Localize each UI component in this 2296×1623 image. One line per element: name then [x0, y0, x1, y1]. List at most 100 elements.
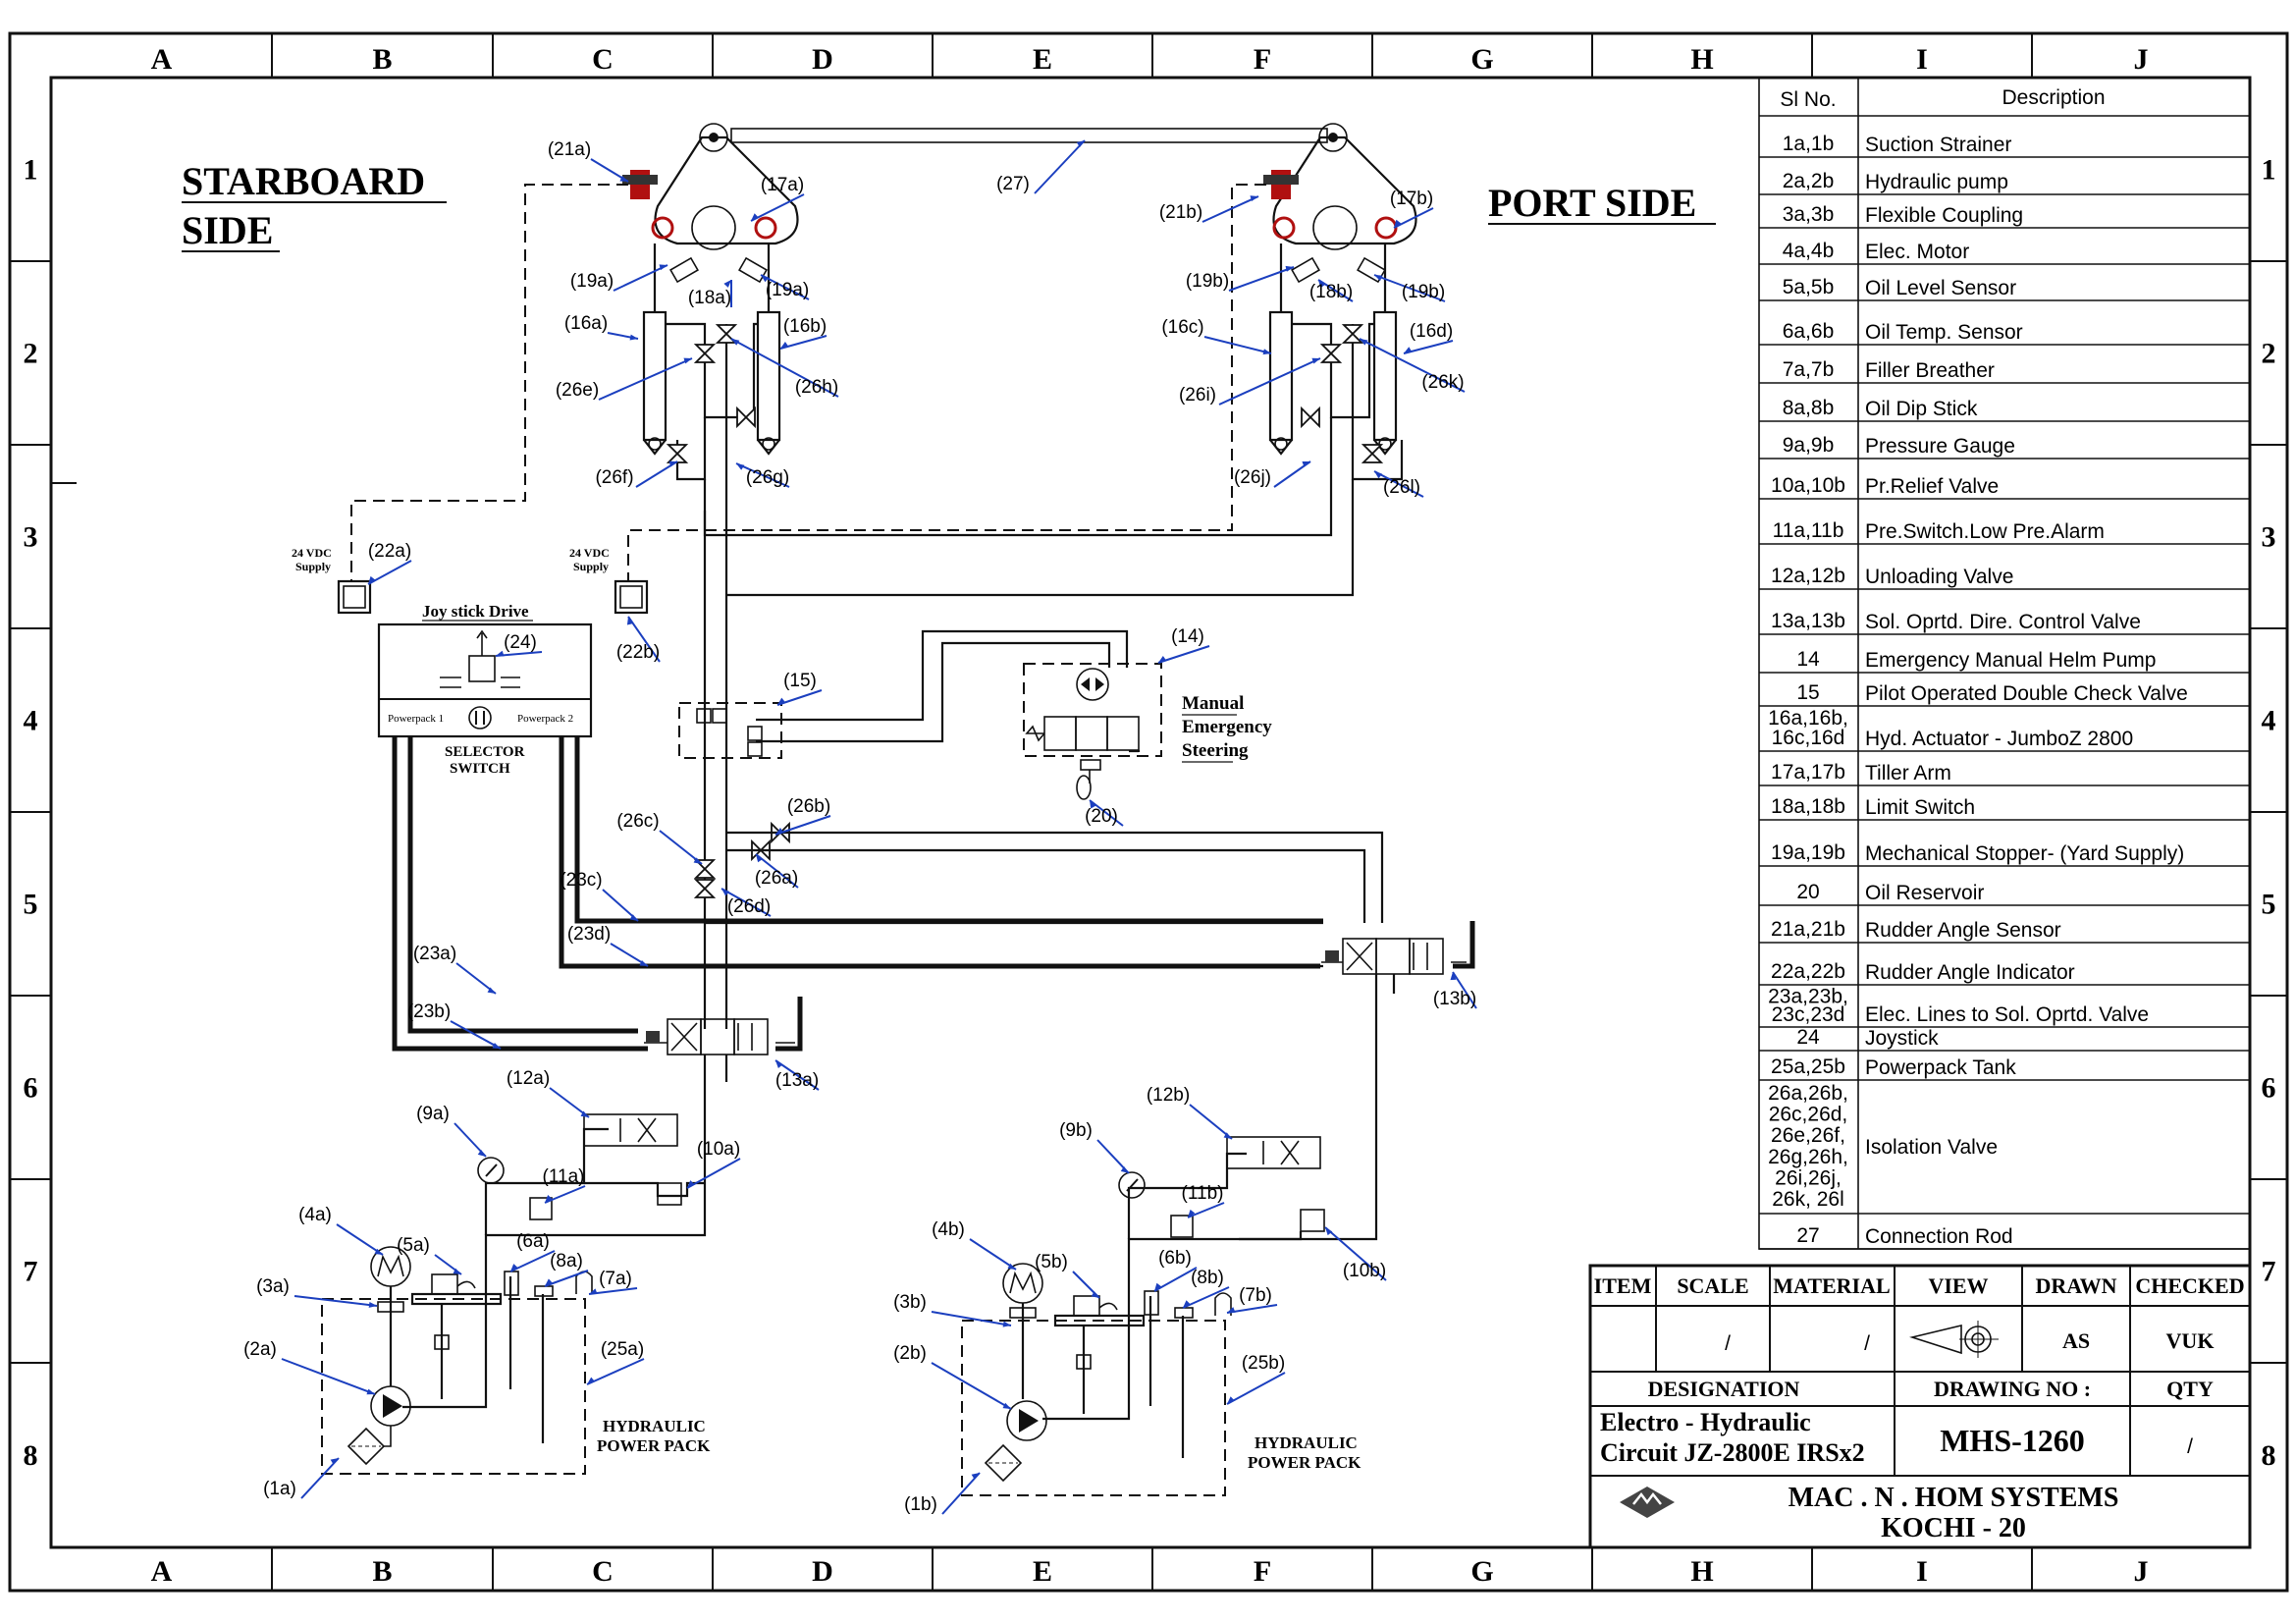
table-row-sl: 11a,11b: [1773, 519, 1844, 542]
svg-text:SIDE: SIDE: [182, 208, 273, 252]
zone-col-i-bottom: I: [1916, 1555, 1928, 1588]
isolation-valve-symbol: [693, 879, 717, 898]
callout-8a: (8a): [550, 1251, 583, 1271]
callout-11b: (11b): [1182, 1183, 1224, 1204]
callout-16a: (16a): [564, 313, 608, 334]
callout-11a: (11a): [543, 1166, 585, 1187]
zone-row-6-right: 6: [2262, 1072, 2276, 1105]
zone-col-a-bottom: A: [151, 1555, 173, 1588]
table-row-sl: 26c,26d,: [1769, 1104, 1848, 1126]
callout-14: (14): [1171, 626, 1204, 647]
svg-text:Circuit JZ-2800E IRSx2: Circuit JZ-2800E IRSx2: [1600, 1438, 1865, 1467]
callout-27: (27): [996, 174, 1030, 194]
table-row-sl: 27: [1796, 1224, 1819, 1247]
callout-7b: (7b): [1239, 1285, 1272, 1306]
callout-20: (20): [1085, 806, 1118, 827]
callout-23a: (23a): [413, 944, 456, 964]
zone-row-1-right: 1: [2262, 154, 2276, 187]
zone-row-1-left: 1: [24, 154, 38, 187]
projection-view-icon: [1909, 1321, 1999, 1358]
svg-text:CHECKED: CHECKED: [2135, 1273, 2244, 1298]
table-row-desc: Sol. Oprtd. Dire. Control Valve: [1865, 611, 2141, 633]
callout-13b: (13b): [1433, 989, 1476, 1009]
joystick-drive: [377, 622, 593, 738]
svg-text:/: /: [1725, 1332, 1731, 1355]
table-row-desc: Oil Level Sensor: [1865, 277, 2016, 299]
zone-row-8-left: 8: [24, 1439, 38, 1472]
callout-2b: (2b): [893, 1343, 927, 1364]
callout-21b: (21b): [1159, 202, 1202, 223]
callout-26f: (26f): [595, 467, 633, 488]
table-row-sl: 25a,25b: [1771, 1055, 1845, 1078]
callout-26g: (26g): [746, 467, 789, 488]
callout-26j: (26j): [1234, 467, 1271, 488]
callout-26h: (26h): [795, 377, 838, 398]
callout-26i: (26i): [1179, 385, 1216, 406]
svg-text:Supply: Supply: [295, 560, 331, 573]
callout-19a2: (19a): [766, 280, 809, 300]
svg-text:DRAWN: DRAWN: [2035, 1273, 2116, 1298]
callout-23b: (23b): [407, 1001, 451, 1022]
svg-text:MATERIAL: MATERIAL: [1773, 1273, 1890, 1298]
svg-text:MHS-1260: MHS-1260: [1940, 1423, 2085, 1458]
starboard-heading: STARBOARD SIDE: [182, 159, 447, 252]
table-header-sl: Sl No.: [1780, 88, 1836, 111]
callout-22b: (22b): [616, 642, 660, 663]
callout-6a: (6a): [516, 1231, 550, 1252]
svg-text:Electro - Hydraulic: Electro - Hydraulic: [1600, 1408, 1811, 1436]
table-row-sl: 1a,1b: [1783, 133, 1835, 155]
isolation-valve-symbol: [1361, 444, 1384, 463]
callout-19a1: (19a): [570, 271, 614, 292]
table-row-sl: 16a,16b,: [1768, 707, 1848, 730]
isolation-valve-symbol: [1319, 344, 1343, 363]
zone-row-8-right: 8: [2262, 1439, 2276, 1472]
zone-col-b-top: B: [372, 43, 392, 76]
callout-18b: (18b): [1309, 282, 1353, 302]
table-row-desc: Pressure Gauge: [1865, 435, 2015, 458]
callout-1a: (1a): [263, 1479, 296, 1499]
callout-26b: (26b): [787, 796, 830, 817]
table-row-sl: 26k, 26l: [1772, 1188, 1844, 1211]
table-row-sl: 26i,26j,: [1775, 1167, 1842, 1190]
sensor-cables: [51, 184, 1266, 615]
table-row-sl: 24: [1796, 1026, 1820, 1049]
svg-text:PORT SIDE: PORT SIDE: [1488, 181, 1696, 225]
table-row-desc: Joystick: [1865, 1027, 1939, 1050]
svg-text:ITEM: ITEM: [1594, 1273, 1652, 1298]
electric-lines: [392, 736, 1475, 1052]
table-row-desc: Elec. Motor: [1865, 241, 1969, 263]
table-row-sl: 4a,4b: [1783, 240, 1835, 262]
svg-text:VUK: VUK: [2166, 1328, 2215, 1353]
table-row-desc: Emergency Manual Helm Pump: [1865, 649, 2156, 672]
zone-col-a-top: A: [151, 43, 173, 76]
callout-19b1: (19b): [1186, 271, 1229, 292]
callout-6b: (6b): [1158, 1248, 1192, 1269]
table-row-sl: 26e,26f,: [1771, 1124, 1845, 1147]
dcv-13b: [1321, 938, 1467, 994]
tiller-arm-17a: [622, 135, 799, 250]
table-row-desc: Suction Strainer: [1865, 134, 2011, 156]
table-row-sl: 12a,12b: [1771, 565, 1845, 587]
zone-row-5-left: 5: [24, 889, 38, 921]
table-row-desc: Connection Rod: [1865, 1225, 2013, 1248]
svg-text:DRAWING NO :: DRAWING NO :: [1934, 1377, 2091, 1401]
table-row-desc: Oil Dip Stick: [1865, 398, 1978, 420]
callout-8b: (8b): [1191, 1268, 1224, 1288]
table-row-sl: 7a,7b: [1783, 358, 1835, 381]
callout-9b: (9b): [1059, 1120, 1093, 1141]
callout-3a: (3a): [256, 1276, 290, 1297]
connection-rod: [699, 123, 1348, 152]
isolation-valve-symbol: [693, 344, 717, 363]
table-row-sl: 16c,16d: [1772, 727, 1845, 749]
table-row-sl: 8a,8b: [1783, 397, 1835, 419]
table-row-sl: 21a,21b: [1771, 918, 1845, 941]
svg-text:Emergency: Emergency: [1182, 717, 1272, 737]
table-row-desc: Rudder Angle Indicator: [1865, 961, 2075, 984]
actuators-starboard: [642, 243, 781, 456]
zone-row-2-left: 2: [24, 338, 38, 370]
zone-row-3-right: 3: [2262, 521, 2276, 554]
svg-text:DESIGNATION: DESIGNATION: [1648, 1377, 1800, 1401]
table-row-sl: 18a,18b: [1771, 795, 1845, 818]
table-row-desc: Pilot Operated Double Check Valve: [1865, 682, 2188, 705]
